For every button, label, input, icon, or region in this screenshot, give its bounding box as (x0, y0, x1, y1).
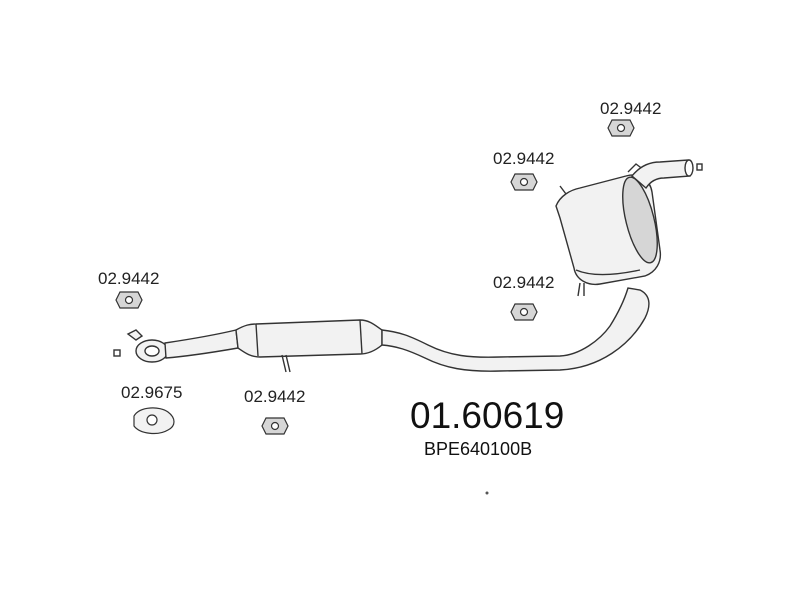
gasket-part (133, 407, 175, 435)
hanger-part-top-right (607, 119, 635, 137)
label-hanger-upper-mid: 02.9442 (493, 149, 555, 168)
hanger-part-left (115, 291, 143, 309)
label-hanger-top-right: 02.9442 (600, 99, 662, 118)
part-number: 01.60619 (410, 395, 565, 436)
hanger-part-center (261, 417, 289, 435)
oem-reference: BPE640100B (424, 439, 533, 459)
label-hanger-left: 02.9442 (98, 269, 160, 288)
rear-muffler (555, 163, 662, 297)
center-silencer (235, 319, 383, 373)
label-hanger-lower-mid: 02.9442 (493, 273, 555, 292)
hanger-part-lower-mid (510, 303, 538, 321)
hanger-part-upper-mid (510, 173, 538, 191)
label-hanger-center: 02.9442 (244, 387, 306, 406)
label-gasket-left: 02.9675 (121, 383, 183, 402)
dot-mark (485, 491, 489, 495)
tail-pipe (631, 159, 703, 190)
front-pipe-assembly (113, 329, 239, 363)
intermediate-pipe (381, 287, 650, 372)
